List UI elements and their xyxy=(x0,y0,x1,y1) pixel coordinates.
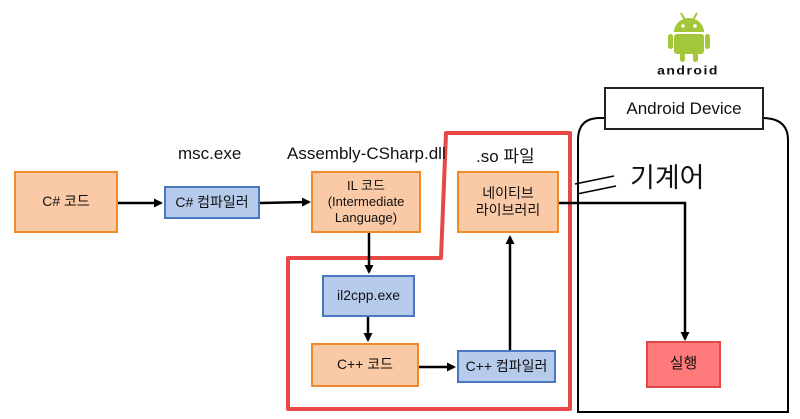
so-highlight-outline xyxy=(286,131,572,411)
execute-node: 실행 xyxy=(646,341,721,388)
arrow-compiler-to-il xyxy=(259,197,311,207)
callout-line-2 xyxy=(576,185,617,195)
android-wordmark: android xyxy=(657,63,719,77)
csharp-code-node: C# 코드 xyxy=(14,171,118,233)
callout-line-1 xyxy=(574,175,615,185)
so-file-label: .so 파일 xyxy=(476,147,535,166)
android-device-label: Android Device xyxy=(604,87,764,130)
msc-label: msc.exe xyxy=(178,144,242,163)
arrow-native-to-execute xyxy=(558,201,690,341)
cpp-code-node: C++ 코드 xyxy=(311,343,419,387)
il-code-node: IL 코드 (Intermediate Language) xyxy=(311,171,421,233)
cpp-compiler-node: C++ 컴파일러 xyxy=(457,350,556,383)
csharp-compiler-node: C# 컴파일러 xyxy=(164,186,260,219)
native-library-node: 네이티브 라이브러리 xyxy=(457,171,559,233)
android-robot-icon xyxy=(668,12,710,62)
il2cpp-node: il2cpp.exe xyxy=(322,275,415,317)
assembly-label: Assembly-CSharp.dll xyxy=(287,144,446,163)
machine-code-label: 기계어 xyxy=(630,163,705,193)
